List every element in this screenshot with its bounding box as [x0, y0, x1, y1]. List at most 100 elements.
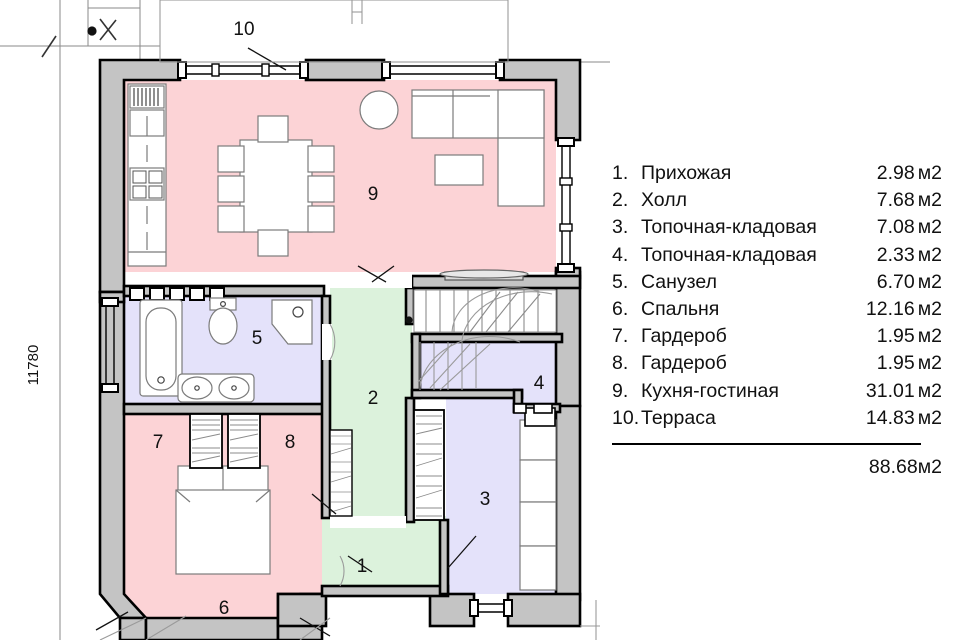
wall-bath-bed-divider	[122, 402, 326, 416]
room-label-10: 10	[233, 19, 254, 40]
legend-number: 5.	[612, 270, 629, 293]
room-label-8: 8	[285, 432, 296, 453]
legend-total-row: 88.68 м2	[612, 454, 942, 481]
legend-number: 2.	[612, 189, 629, 212]
leader-porch	[95, 611, 129, 631]
legend-area-unit: м2	[917, 270, 942, 293]
legend-number: 7.	[612, 325, 629, 348]
legend-total-unit: м2	[917, 456, 942, 479]
legend-area-value: 31.01	[865, 379, 915, 402]
wall-hall-left	[320, 294, 332, 520]
stair-winder-3	[507, 293, 541, 333]
room-label-4: 4	[534, 373, 545, 394]
dimension-node-dot	[87, 26, 97, 36]
legend-area-unit: м2	[917, 189, 942, 212]
dining-chair-2	[257, 229, 289, 257]
window-mullion-2	[261, 63, 270, 77]
dining-chair-7	[307, 175, 335, 203]
wall-entry-threshold-left	[276, 592, 328, 628]
legend-room-name: Гардероб	[641, 352, 727, 375]
legend-number: 4.	[612, 243, 629, 266]
window-end-4	[495, 61, 505, 79]
room-label-2: 2	[368, 388, 379, 409]
bed-fold-right	[255, 489, 271, 503]
stair-winder-2	[485, 291, 519, 333]
opening-bath	[322, 324, 332, 360]
legend-area-unit: м2	[917, 379, 942, 402]
legend-area-value: 1.95	[876, 325, 915, 348]
legend-area-value: 12.16	[865, 298, 915, 321]
shelf-unit-4	[519, 545, 557, 591]
base-cabinet-row	[129, 287, 225, 301]
leader-living-door	[357, 265, 387, 283]
dining-chair-1	[257, 115, 289, 143]
wall-hall-right-b	[404, 396, 416, 524]
stair-run	[413, 289, 557, 333]
coffee-table	[434, 154, 484, 186]
wardrobe-door-right	[227, 413, 261, 469]
porch-outline	[99, 600, 600, 640]
legend-area-unit: м2	[917, 216, 942, 239]
storage-door-hatch-lines	[415, 415, 443, 517]
legend-room-name: Терраса	[641, 406, 716, 429]
windows	[101, 61, 575, 617]
stair-winder-1	[469, 291, 501, 333]
legend-room-name: Топочная-кладовая	[641, 243, 817, 266]
dining-table	[239, 139, 313, 233]
legend-area-unit: м2	[917, 243, 942, 266]
dining-chair-6	[307, 145, 335, 173]
legend-number: 8.	[612, 352, 629, 375]
fridge-coils	[133, 88, 159, 106]
window-end-5	[557, 137, 575, 147]
wall-bottom-right	[506, 592, 582, 628]
dining-chair-8	[307, 205, 335, 233]
wall-top-pier	[304, 58, 386, 82]
leader-terrace	[247, 47, 287, 71]
wall-storage4-bottom	[410, 388, 524, 400]
wall-top-right	[498, 58, 582, 142]
legend-room-name: Кухня-гостиная	[641, 379, 779, 402]
legend-area-value: 1.95	[876, 352, 915, 375]
opening-hall-to-entry	[330, 516, 406, 528]
bathtub-drain	[157, 376, 165, 384]
legend-room-name: Прихожая	[641, 162, 732, 184]
room-label-9: 9	[368, 184, 379, 205]
window-end-10	[503, 599, 513, 617]
stair-winder-lower	[417, 335, 521, 391]
leader-entry	[347, 555, 373, 573]
media-console-top	[439, 269, 529, 279]
shower-drain	[292, 306, 304, 318]
legend-number: 10.	[612, 406, 640, 429]
toilet-flush	[220, 301, 227, 308]
legend-area-value: 7.08	[876, 216, 915, 239]
toilet-bowl	[208, 307, 238, 345]
bed-fold-left	[175, 489, 191, 503]
wall-right-lower	[554, 404, 582, 602]
legend-divider	[612, 443, 921, 446]
window-mullion-3	[559, 177, 573, 186]
wall-entry-bottom	[320, 584, 450, 598]
shelf-unit-3	[519, 501, 557, 547]
window-end-2	[299, 61, 309, 79]
legend-total-value: 88.68	[868, 456, 918, 479]
leader-living-door-2	[371, 265, 395, 283]
room-label-1: 1	[357, 556, 368, 577]
leader-storage	[447, 535, 477, 569]
wardrobe-door-left	[189, 413, 223, 469]
dining-chair-4	[217, 175, 245, 203]
legend-number: 3.	[612, 216, 629, 239]
wall-storage4-left	[410, 332, 422, 400]
